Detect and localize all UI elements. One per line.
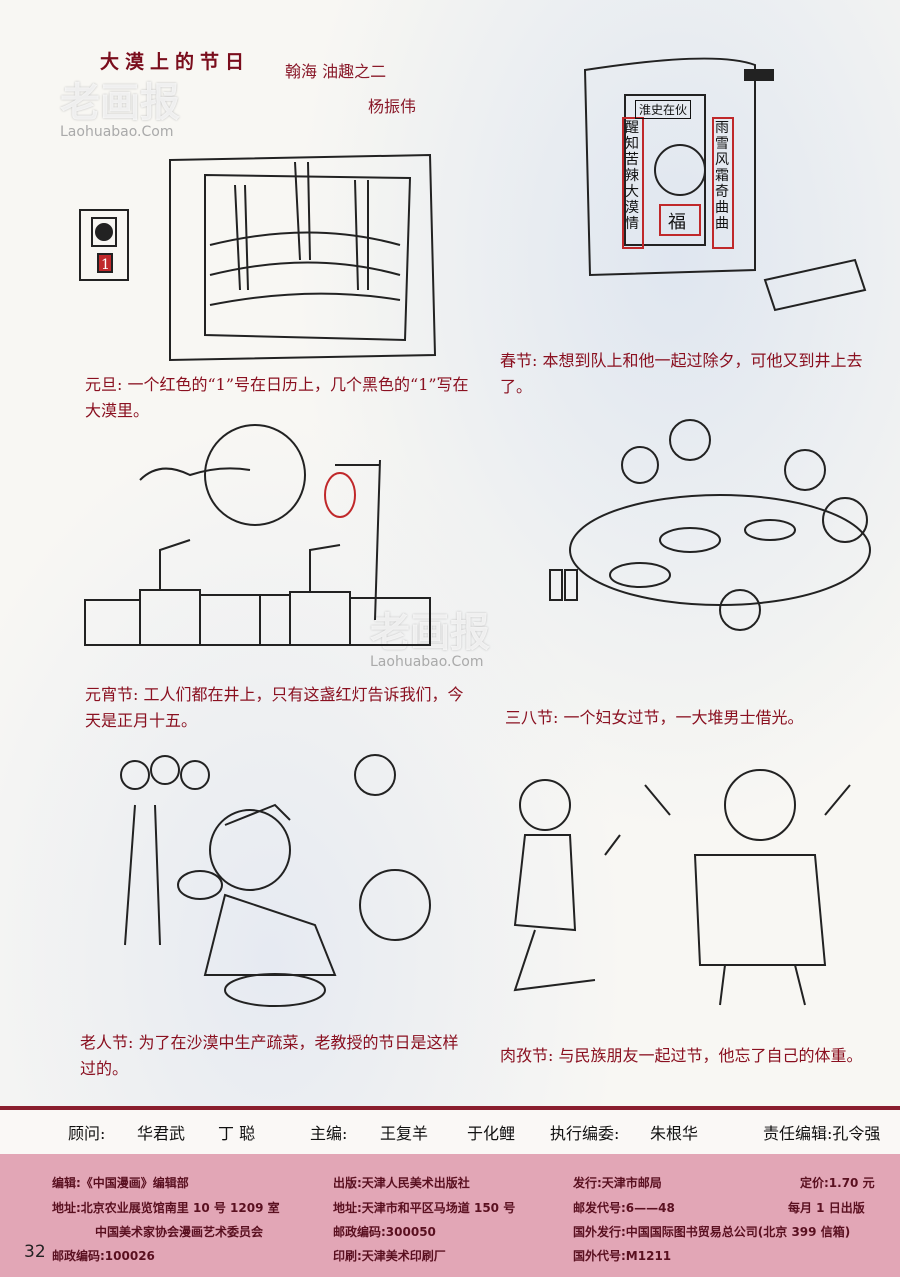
cartoon-seniors-day — [75, 745, 460, 1010]
panel-caption: 三八节: 一个妇女过节，一大堆男士借光。 — [505, 708, 804, 727]
advisor-label: 顾问: — [68, 1124, 106, 1143]
fu-character: 福 — [668, 212, 686, 233]
couplet-right: 雨雪风霜奇曲曲 — [715, 120, 729, 232]
cartoon-eid-festival — [495, 755, 865, 1020]
panel-caption: 肉孜节: 与民族朋友一起过节，他忘了自己的体重。 — [500, 1046, 863, 1065]
responsible-editor: 责任编辑:孔令强 — [763, 1124, 881, 1143]
chief-editor-name: 王复羊 — [380, 1124, 429, 1143]
page-title: 大漠上的节日 — [100, 51, 251, 73]
divider — [0, 1106, 900, 1110]
author: 杨振伟 — [368, 97, 417, 116]
cartoon-womens-day — [540, 410, 890, 680]
editorial-postcode: 邮政编码:100026 — [52, 1249, 155, 1263]
advisor-name: 华君武 — [137, 1124, 186, 1143]
publisher-postcode: 邮政编码:300050 — [333, 1225, 436, 1239]
cartoon-new-year: 1 — [70, 150, 450, 365]
editorial-dept: 编辑:《中国漫画》编辑部 — [52, 1176, 189, 1190]
svg-text:1: 1 — [101, 257, 110, 273]
foreign-code: 国外代号:M1211 — [573, 1249, 672, 1263]
panel-caption: 老人节: 为了在沙漠中生产疏菜，老教授的节日是这样过的。 — [80, 1033, 459, 1078]
exec-editor-label: 执行编委: — [550, 1124, 620, 1143]
price: 定价:1.70 元 — [800, 1176, 875, 1190]
couplet-top: 淮史在伙 — [635, 100, 692, 119]
publication-schedule: 每月 1 日出版 — [788, 1201, 865, 1215]
editorial-org: 中国美术家协会漫画艺术委员会 — [95, 1225, 264, 1239]
series-title: 翰海 油趣之二 — [285, 62, 387, 81]
cartoon-spring-festival — [565, 50, 875, 320]
exec-editor-name: 朱根华 — [650, 1124, 699, 1143]
printer: 印刷:天津美术印刷厂 — [333, 1249, 446, 1263]
credits-bar: 顾问: 华君武 丁 聪 主编: 王复羊 于化鲤 执行编委: 朱根华 责任编辑:孔… — [0, 1110, 900, 1154]
publisher: 出版:天津人民美术出版社 — [333, 1176, 470, 1190]
panel-caption: 元旦: 一个红色的“1”号在日历上，几个黑色的“1”写在大漠里。 — [85, 375, 469, 420]
distribution: 发行:天津市邮局 — [573, 1176, 662, 1190]
couplet-left: 醒知苦辣大漠情 — [625, 120, 639, 232]
panel-caption: 元宵节: 工人们都在井上，只有这盏红灯告诉我们，今天是正月十五。 — [85, 685, 464, 730]
panel-caption: 春节: 本想到队上和他一起过除夕，可他又到井上去了。 — [500, 351, 863, 396]
postal-code: 邮发代号:6——48 — [573, 1201, 675, 1215]
publication-info: 编辑:《中国漫画》编辑部 地址:北京农业展览馆南里 10 号 1209 室 中国… — [0, 1154, 900, 1277]
editorial-address: 地址:北京农业展览馆南里 10 号 1209 室 — [52, 1201, 280, 1215]
chief-editor-label: 主编: — [310, 1124, 348, 1143]
chief-editor-name: 于化鲤 — [467, 1124, 516, 1143]
advisor-name: 丁 聪 — [218, 1124, 256, 1143]
page-number: 32 — [24, 1242, 46, 1262]
cartoon-lantern-festival — [80, 420, 440, 665]
publisher-address: 地址:天津市和平区马场道 150 号 — [333, 1201, 516, 1215]
foreign-distribution: 国外发行:中国国际图书贸易总公司(北京 399 信箱) — [573, 1225, 851, 1239]
